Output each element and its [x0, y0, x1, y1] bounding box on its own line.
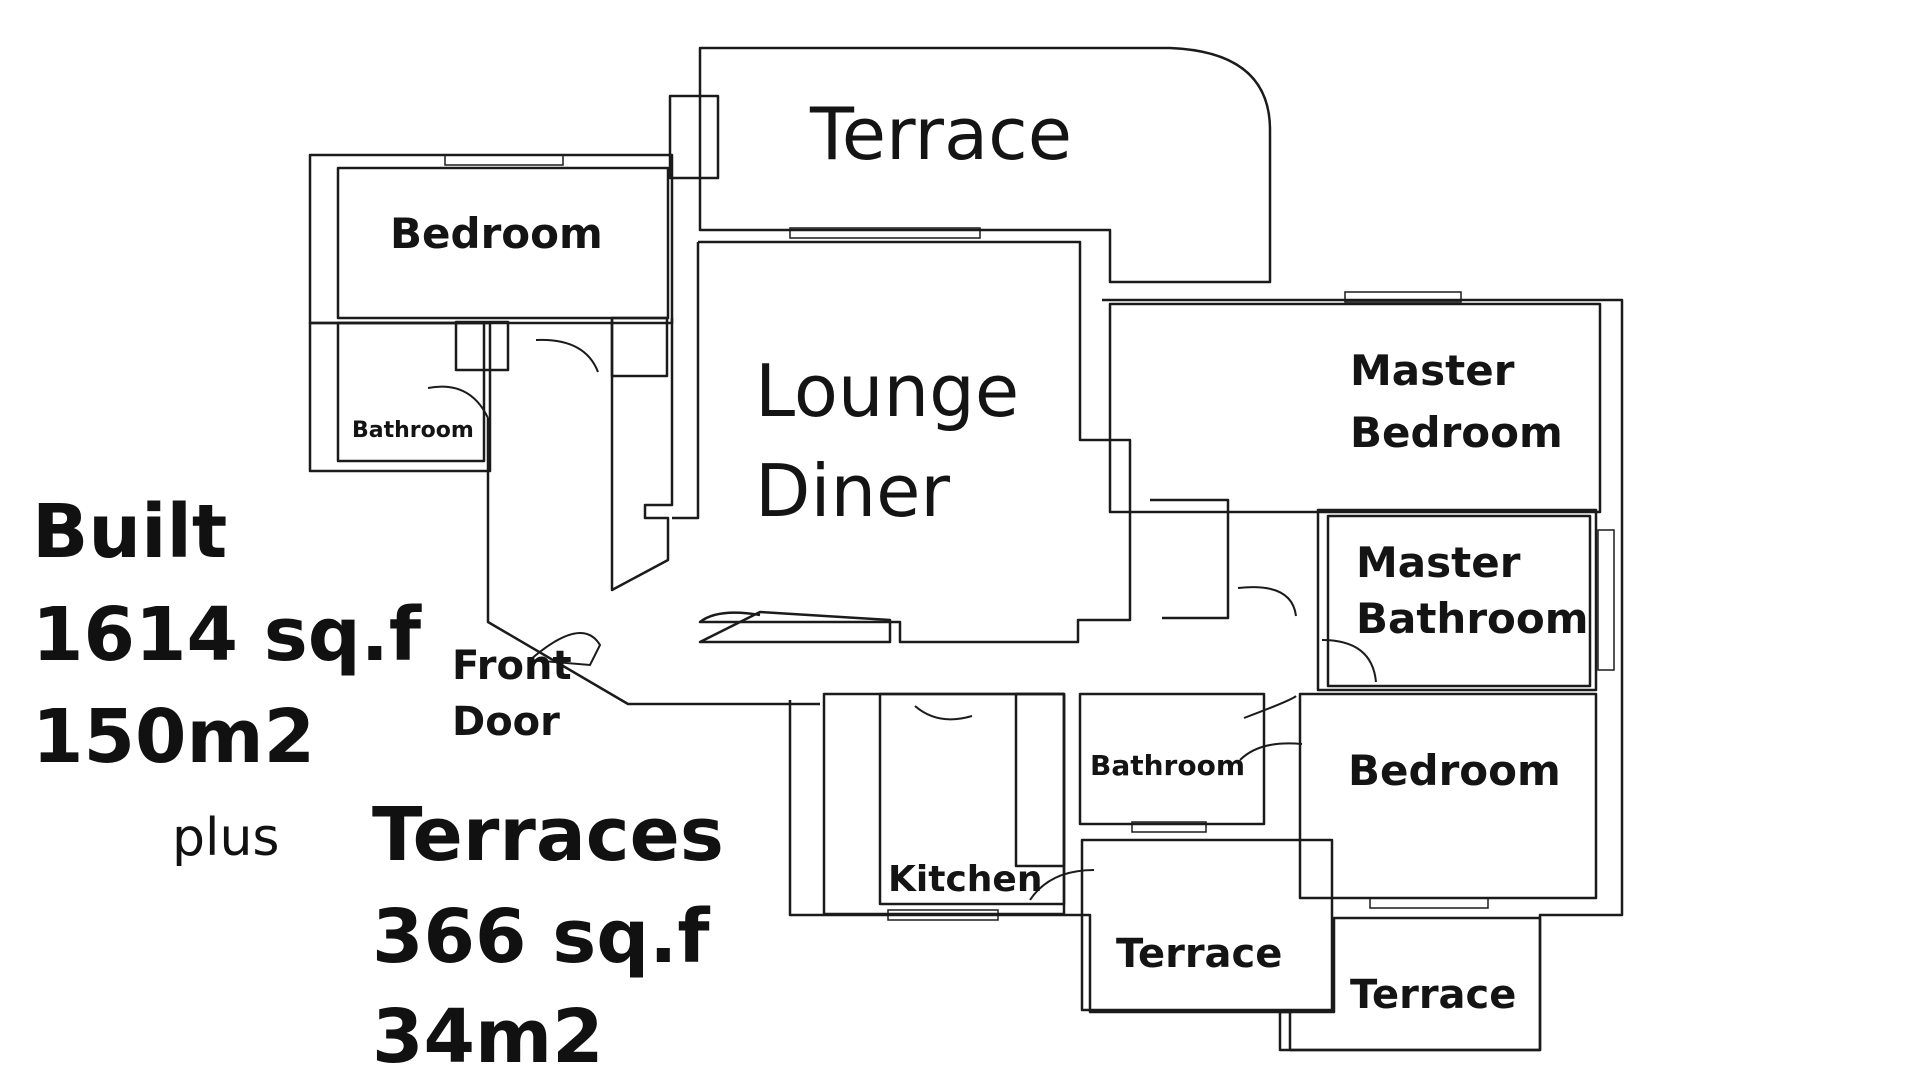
bathroom-center-window [1131, 821, 1207, 833]
built-sqf: 1614 sq.f [32, 592, 422, 678]
master-bedroom-label-line1: Master [1350, 346, 1515, 395]
built-label: Built [32, 489, 228, 575]
terrace-top-outline [698, 46, 1272, 284]
bedroom-left-label: Bedroom [390, 209, 603, 258]
master-bathroom-label-line1: Master [1356, 538, 1521, 587]
lounge-outline [698, 240, 1132, 644]
terraces-sqf: 366 sq.f [372, 894, 710, 980]
terrace-bottom-left-label: Terrace [1116, 931, 1283, 977]
kitchen-counter [1014, 692, 1066, 868]
kitchen-window [887, 909, 999, 921]
lounge-label-line2: Diner [755, 449, 950, 533]
hallway-inner-wall [610, 318, 674, 592]
built-m2: 150m2 [32, 694, 316, 780]
terrace-bottom-right-label: Terrace [1350, 972, 1517, 1018]
terrace-top-step [668, 94, 720, 180]
master-bathroom-outline [1316, 508, 1598, 692]
kitchen-terrace-door [1029, 869, 1095, 901]
terraces-label: Terraces [372, 792, 724, 878]
kitchen-label: Kitchen [888, 859, 1043, 900]
bathroom-center-outline [1078, 692, 1266, 826]
terrace-bottom-right-outline [1278, 916, 1542, 1052]
terrace-top-label: Terrace [810, 92, 1072, 176]
hallway-cupboard [610, 316, 669, 378]
master-bathroom-label-line2: Bathroom [1356, 594, 1589, 643]
bedroom-right-outline [1298, 692, 1598, 900]
bathroom-center-label: Bathroom [1090, 749, 1246, 782]
front-door-swing [527, 632, 602, 667]
bathroom-left-inner [336, 321, 486, 463]
lounge-rail [698, 610, 892, 644]
bedroom-right-door [1243, 695, 1297, 719]
master-bathroom-door [1321, 639, 1377, 683]
hallway-door [535, 338, 599, 373]
lounge-left-wall [672, 242, 700, 520]
kitchen-door [914, 705, 973, 721]
master-bathroom-window [1597, 529, 1615, 671]
bedroom-right-label: Bedroom [1348, 746, 1561, 795]
terraces-m2: 34m2 [372, 994, 604, 1080]
lounge-label-line1: Lounge [755, 349, 1020, 433]
front-door-label-line1: Front [452, 643, 572, 689]
lounge-window [789, 227, 981, 239]
bedroom-left-window [444, 154, 564, 166]
bathroom-left-fixture [454, 320, 510, 372]
master-bedroom-outline [1108, 302, 1602, 514]
terrace-bottom-left-outline [1080, 838, 1334, 1012]
master-bedroom-door [1237, 586, 1297, 617]
master-bedroom-label-line2: Bedroom [1350, 408, 1563, 457]
master-bedroom-partition [1150, 498, 1230, 620]
bedroom-left-inner [336, 166, 670, 320]
front-door-label-line2: Door [452, 699, 560, 745]
master-bedroom-window [1344, 291, 1462, 303]
bathroom-left-door [427, 385, 489, 419]
bathroom-center-door [1239, 742, 1303, 761]
master-bathroom-inner [1326, 514, 1592, 688]
bathroom-left-label: Bathroom [352, 418, 474, 443]
plus-label: plus [172, 808, 280, 868]
bedroom-right-window [1369, 897, 1489, 909]
